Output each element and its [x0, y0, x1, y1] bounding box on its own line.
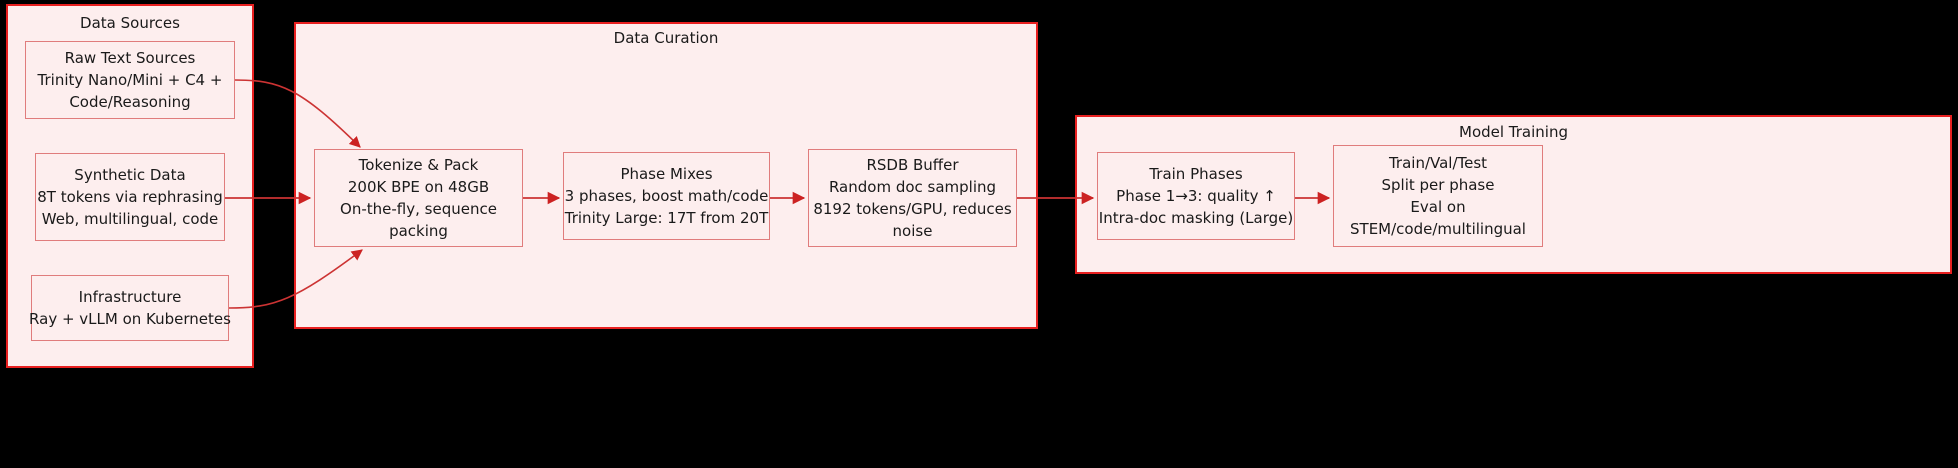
node-tokenize-pack[interactable]: Tokenize & Pack 200K BPE on 48GB On-the-… [314, 149, 523, 247]
node-synthetic-data-line-1: Synthetic Data [74, 165, 186, 184]
node-train-val-test-line-1: Train/Val/Test [1388, 153, 1488, 172]
node-raw-text-sources[interactable]: Raw Text Sources Trinity Nano/Mini + C4 … [25, 41, 235, 119]
node-rsdb-buffer-line-4: noise [892, 222, 933, 241]
node-raw-text-sources-line-1: Raw Text Sources [64, 48, 196, 67]
node-phase-mixes-line-3: Trinity Large: 17T from 20T [564, 209, 769, 228]
node-train-phases[interactable]: Train Phases Phase 1→3: quality ↑ Intra-… [1097, 152, 1295, 240]
node-raw-text-sources-line-3: Code/Reasoning [69, 93, 191, 112]
node-rsdb-buffer-line-3: 8192 tokens/GPU, reduces [813, 200, 1012, 218]
cluster-data-curation-title: Data Curation [613, 29, 719, 47]
node-train-val-test-line-4: STEM/code/multilingual [1350, 220, 1526, 239]
node-rsdb-buffer-line-1: RSDB Buffer [866, 155, 959, 174]
node-infrastructure-line-1: Infrastructure [78, 287, 182, 306]
node-train-phases-line-2: Phase 1→3: quality ↑ [1116, 186, 1276, 205]
cluster-model-training-title: Model Training [1459, 123, 1568, 141]
node-tokenize-pack-line-4: packing [389, 222, 448, 241]
node-tokenize-pack-line-1: Tokenize & Pack [358, 155, 479, 174]
node-infrastructure-line-2: Ray + vLLM on Kubernetes [29, 310, 231, 328]
node-tokenize-pack-line-3: On-the-fly, sequence [340, 200, 497, 218]
node-phase-mixes[interactable]: Phase Mixes 3 phases, boost math/code Tr… [563, 152, 770, 240]
node-rsdb-buffer[interactable]: RSDB Buffer Random doc sampling 8192 tok… [808, 149, 1017, 247]
cluster-data-sources-title: Data Sources [80, 14, 180, 32]
node-train-phases-line-1: Train Phases [1149, 164, 1243, 183]
node-train-val-test[interactable]: Train/Val/Test Split per phase Eval on S… [1333, 145, 1543, 247]
node-raw-text-sources-line-2: Trinity Nano/Mini + C4 + [37, 70, 223, 89]
node-phase-mixes-line-1: Phase Mixes [620, 164, 713, 183]
node-synthetic-data-line-2: 8T tokens via rephrasing [37, 187, 223, 206]
node-train-val-test-line-3: Eval on [1410, 198, 1466, 216]
node-synthetic-data[interactable]: Synthetic Data 8T tokens via rephrasing … [35, 153, 225, 241]
node-train-phases-line-3: Intra-doc masking (Large) [1098, 209, 1294, 228]
node-train-val-test-line-2: Split per phase [1381, 175, 1495, 194]
node-tokenize-pack-line-2: 200K BPE on 48GB [347, 177, 490, 196]
node-phase-mixes-line-2: 3 phases, boost math/code [564, 186, 769, 205]
node-synthetic-data-line-3: Web, multilingual, code [41, 210, 219, 229]
node-infrastructure[interactable]: Infrastructure Ray + vLLM on Kubernetes [29, 275, 231, 341]
node-rsdb-buffer-line-2: Random doc sampling [828, 177, 997, 196]
